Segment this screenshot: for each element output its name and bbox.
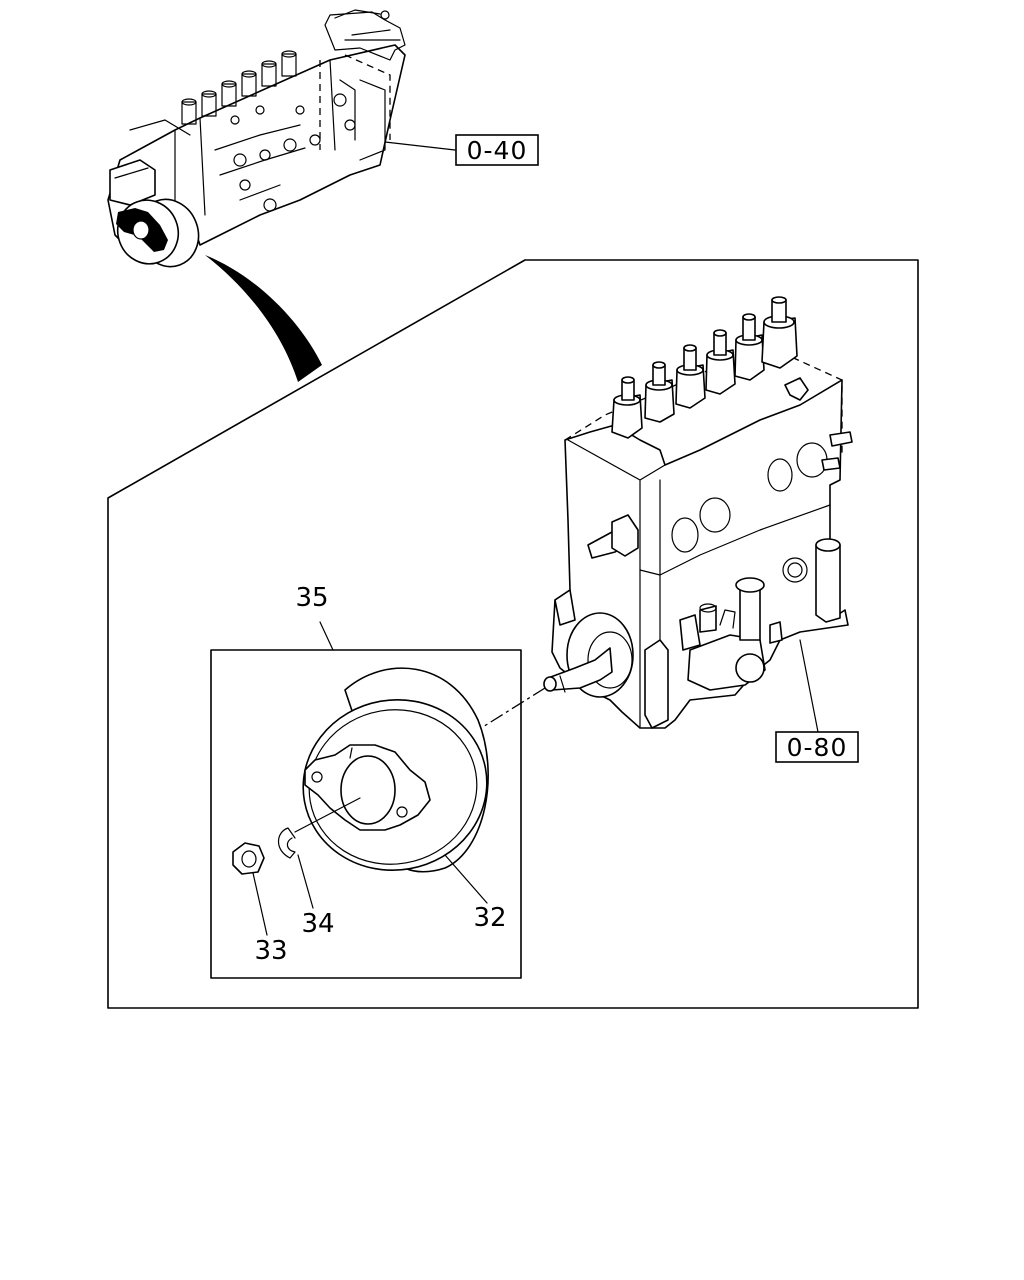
nut (232, 842, 265, 875)
drive-pulley (302, 667, 489, 873)
callout-32: 32 (473, 903, 506, 933)
reference-box-0-40[interactable]: 0-40 (455, 134, 539, 166)
callout-33: 33 (254, 936, 287, 966)
callout-35: 35 (295, 583, 328, 613)
callout-34: 34 (301, 909, 334, 939)
pulley-axis (294, 797, 361, 833)
detail-arrow (205, 255, 322, 382)
washer (277, 827, 296, 859)
shaft-centerline (477, 687, 546, 731)
reference-label-0-40: 0-40 (467, 136, 528, 165)
injection-pump-detail (543, 296, 853, 733)
reference-box-0-80[interactable]: 0-80 (775, 731, 859, 763)
injection-pump-overview (107, 9, 456, 268)
assembly-box (210, 649, 522, 979)
detail-frame (107, 259, 919, 1009)
reference-label-0-80: 0-80 (787, 733, 848, 762)
